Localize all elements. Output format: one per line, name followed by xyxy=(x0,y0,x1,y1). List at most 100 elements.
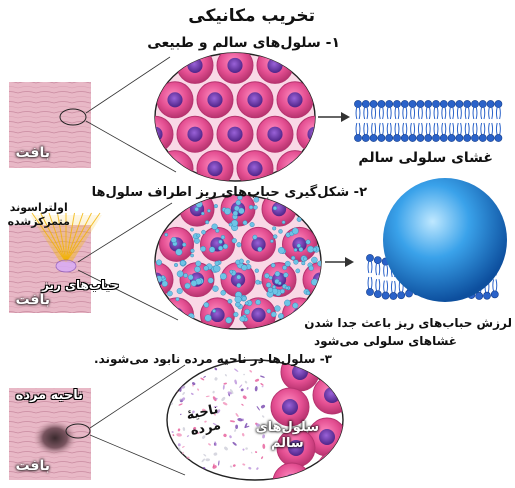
microbubble xyxy=(185,283,191,289)
microbubble xyxy=(205,220,209,224)
phospholipid-head xyxy=(374,256,381,263)
cell-nucleus xyxy=(227,127,242,142)
phospholipid-tail xyxy=(426,123,430,135)
microbubble xyxy=(191,280,197,286)
microbubble xyxy=(249,205,253,209)
microbubble xyxy=(176,297,180,301)
microbubble xyxy=(191,249,195,253)
microbubble xyxy=(285,286,288,289)
microbubble xyxy=(207,209,210,212)
step2-heading: ۲- شکل‌گیری حباب‌های ریز اطراف سلول‌ها xyxy=(92,185,367,200)
cell xyxy=(317,82,353,118)
microbubble xyxy=(246,260,249,263)
microbubble xyxy=(271,263,275,267)
microbubble xyxy=(299,247,303,251)
microbubble xyxy=(232,238,237,243)
phospholipid-tail xyxy=(395,123,399,135)
microbubble xyxy=(241,265,247,271)
ultrasound-label-line1: اولتراسوند xyxy=(8,201,70,215)
phospholipid-tail xyxy=(457,107,461,119)
ultrasound-label: اولتراسوند متمرکزشده xyxy=(8,201,70,229)
phospholipid-head xyxy=(425,134,432,141)
phospholipid-head xyxy=(471,100,478,107)
microbubble xyxy=(278,313,283,318)
phospholipid-tail xyxy=(387,123,391,135)
cell xyxy=(297,47,333,83)
arrowhead xyxy=(345,257,354,267)
phospholipid-tail xyxy=(356,123,360,135)
microbubble xyxy=(273,235,277,239)
phospholipid-head xyxy=(464,100,471,107)
healthy-cells-line2: سالم xyxy=(256,436,319,452)
microbubble xyxy=(278,247,284,253)
microbubble xyxy=(258,247,263,252)
microbubble xyxy=(294,260,299,265)
phospholipid-head xyxy=(374,290,381,297)
phospholipid-head xyxy=(378,134,385,141)
cell-nucleus xyxy=(307,58,322,73)
phospholipid-tail xyxy=(356,107,360,119)
microbubble xyxy=(302,261,306,265)
microbubble xyxy=(239,259,243,263)
cell-nucleus xyxy=(319,429,335,445)
microbubble xyxy=(233,312,238,317)
phospholipid-tail xyxy=(442,123,446,135)
phospholipid-tail xyxy=(376,279,380,291)
cell-nucleus xyxy=(247,161,262,176)
phospholipid-head xyxy=(417,134,424,141)
microbubble xyxy=(243,221,247,225)
microbubble xyxy=(235,296,242,303)
microbubble xyxy=(213,286,219,292)
debris-fragment xyxy=(178,458,181,461)
microbubble xyxy=(237,242,242,247)
cell-nucleus xyxy=(313,202,327,216)
phospholipid-tail xyxy=(379,123,383,135)
microbubble xyxy=(240,316,245,321)
microbubble xyxy=(253,235,257,239)
cell-nucleus xyxy=(328,462,344,478)
dead-zone-inner-label: ناحیهٔ مرده xyxy=(185,402,223,440)
phospholipid-tail xyxy=(403,123,407,135)
microbubble xyxy=(224,208,231,215)
microbubble xyxy=(285,261,290,266)
phospholipid-head xyxy=(425,100,432,107)
phospholipid-tail xyxy=(418,107,422,119)
microbubble xyxy=(188,275,193,280)
microbubble xyxy=(255,269,259,273)
phospholipid-tail xyxy=(481,107,485,119)
cell-nucleus xyxy=(167,92,182,107)
microbubble xyxy=(291,256,295,260)
phospholipid-tail xyxy=(450,107,454,119)
phospholipid-tail xyxy=(496,123,500,135)
phospholipid-tail xyxy=(368,277,372,289)
phospholipid-head xyxy=(440,100,447,107)
debris-fragment xyxy=(177,373,182,377)
microbubble xyxy=(167,291,172,296)
step3-heading: ۳- سلول‌ها در ناحیه مرده نابود می‌شوند. xyxy=(94,352,332,366)
microbubble xyxy=(309,266,314,271)
arrowhead xyxy=(341,112,350,122)
microbubble xyxy=(176,249,183,256)
microbubble xyxy=(218,246,223,251)
cell-nucleus xyxy=(207,161,222,176)
ultrasound-label-line2: متمرکزشده xyxy=(8,215,70,229)
microbubble xyxy=(236,200,241,205)
microbubble xyxy=(306,240,311,245)
microbubble xyxy=(282,221,285,224)
tissue-label-1: بافت xyxy=(15,145,50,161)
microbubble xyxy=(230,270,233,273)
phospholipid-head xyxy=(378,100,385,107)
microbubble xyxy=(275,271,280,276)
microbubble xyxy=(273,206,277,210)
phospholipid-tail xyxy=(411,123,415,135)
microbubble xyxy=(237,283,241,287)
microbubble xyxy=(267,309,271,313)
microbubble xyxy=(270,240,273,243)
microbubble xyxy=(297,244,301,248)
cell-nucleus xyxy=(169,308,183,322)
phospholipid-head xyxy=(495,134,502,141)
phospholipid-tail xyxy=(473,123,477,135)
debris-fragment xyxy=(179,384,181,386)
